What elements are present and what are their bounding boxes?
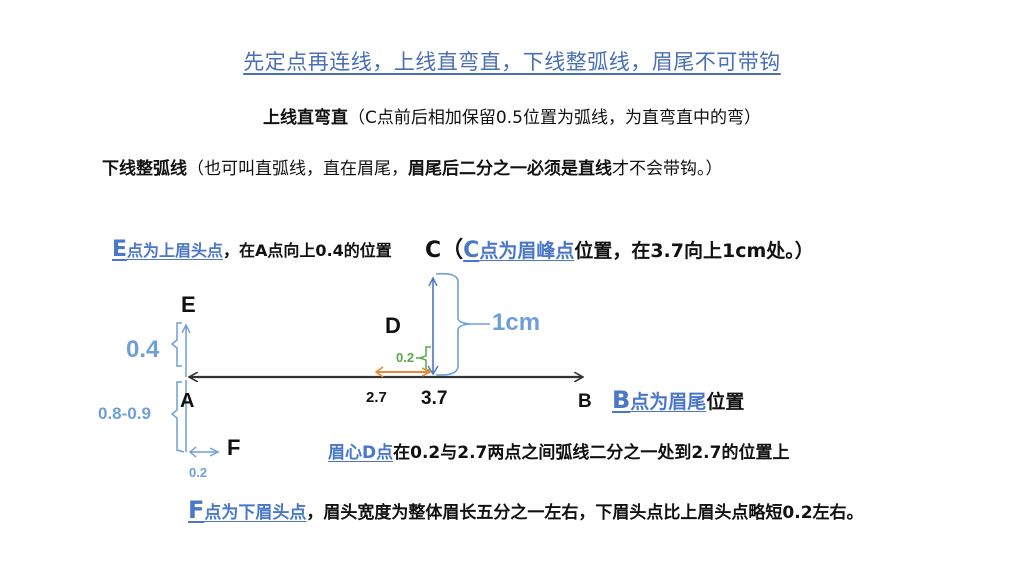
bracket-0-4	[170, 322, 182, 367]
lower-line-label: 下线整弧线	[102, 159, 187, 179]
e-point-annotation: E点为上眉头点，在A点向上0.4的位置	[112, 237, 392, 262]
upper-line-rule: 上线直弯直（C点前后相加保留0.5位置为弧线，为直弯直中的弯）	[0, 103, 1024, 128]
upper-line-label: 上线直弯直	[263, 108, 349, 128]
lower-line-note: （也可叫直弧线，直在眉尾，	[187, 159, 408, 179]
measure-0-4: 0.4	[126, 336, 160, 363]
page-title: 先定点再连线，上线直弯直，下线整弧线，眉尾不可带钩	[243, 50, 781, 74]
c-letter: C	[463, 238, 480, 263]
d-point-annotation: 眉心D点在0.2与2.7两点之间弧线二分之一处到2.7的位置上	[328, 438, 789, 463]
point-d-label: D	[385, 313, 401, 338]
c-prefix: C（	[425, 238, 464, 263]
upper-line-note: （C点前后相加保留0.5位置为弧线，为直弯直中的弯）	[348, 108, 761, 128]
f-letter: F	[188, 496, 205, 524]
c-text: 位置，在3.7向上1cm处。）	[574, 240, 814, 262]
d-highlight: 眉心D点	[328, 443, 394, 463]
lower-line-note-tail: 才不会带钩。）	[612, 159, 723, 179]
point-a-label: A	[180, 390, 195, 412]
point-e-label: E	[181, 292, 196, 317]
measure-1cm: 1cm	[492, 309, 541, 336]
f-highlight: 点为下眉头点	[204, 503, 307, 523]
point-f-label: F	[227, 435, 241, 460]
lower-line-note-bold: 眉尾后二分之一必须是直线	[408, 159, 612, 179]
f-text: ，眉头宽度为整体眉长五分之一左右，下眉头点比上眉头点略短0.2左右。	[306, 503, 864, 523]
c-highlight: 点为眉峰点	[479, 240, 575, 262]
tick-3-7: 3.7	[421, 388, 448, 409]
c-point-annotation: C（C点为眉峰点位置，在3.7向上1cm处。）	[425, 232, 814, 264]
f-point-annotation: F点为下眉头点，眉头宽度为整体眉长五分之一左右，下眉头点比上眉头点略短0.2左右…	[188, 496, 864, 524]
e-text: ，在A点向上0.4的位置	[223, 241, 392, 260]
measure-d-0-2: 0.2	[396, 350, 415, 365]
measure-0-8-0-9: 0.8-0.9	[98, 404, 151, 423]
brace-1cm	[435, 272, 471, 376]
b-highlight: 点为眉尾	[630, 391, 707, 413]
b-letter: B	[612, 386, 631, 414]
bracket-0-8	[170, 381, 185, 453]
e-highlight: 点为上眉头点	[127, 241, 224, 260]
e-letter: E	[112, 237, 128, 262]
bracket-0-2-green	[417, 346, 431, 371]
tick-2-7: 2.7	[366, 389, 387, 406]
b-text: 位置	[706, 391, 745, 413]
lower-line-rule: 下线整弧线（也可叫直弧线，直在眉尾，眉尾后二分之一必须是直线才不会带钩。）	[102, 154, 723, 179]
measure-f-0-2: 0.2	[189, 465, 208, 480]
d-text: 在0.2与2.7两点之间弧线二分之一处到2.7的位置上	[393, 443, 790, 463]
b-point-annotation: B点为眉尾位置	[612, 386, 744, 414]
point-b-label: B	[578, 391, 592, 412]
